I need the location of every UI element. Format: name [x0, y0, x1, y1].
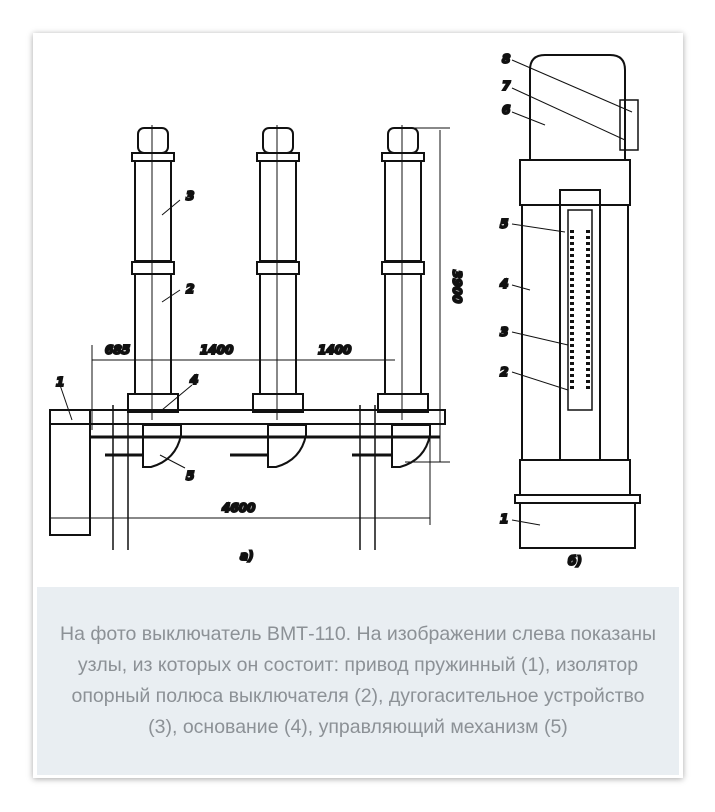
callout-8: 8: [502, 52, 510, 66]
right-view-drawing: 8 7 6 5 4 3 2 1 б): [498, 51, 641, 569]
dimension-1400-a: 1400: [200, 343, 233, 357]
right-view-label: б): [568, 554, 582, 568]
dimension-4600: 4600: [221, 501, 255, 515]
image-caption: На фото выключатель ВМТ-110. На изображе…: [37, 587, 679, 775]
callout-r5: 5: [500, 217, 508, 231]
dimension-685: 685: [105, 343, 130, 357]
pole-column: [127, 127, 179, 413]
breaker-diagram: 685 1400 1400 4600 3900 1 2 3 4 5 а): [49, 51, 641, 569]
callout-5: 5: [186, 469, 194, 483]
callout-r4: 4: [499, 277, 508, 291]
callout-6: 6: [502, 103, 510, 117]
dimension-1400-b: 1400: [318, 343, 351, 357]
callout-r3: 3: [500, 325, 508, 339]
callout-r2: 2: [500, 365, 508, 379]
left-view-label: а): [240, 549, 254, 563]
dimension-3900: 3900: [450, 270, 464, 303]
callout-1: 1: [56, 375, 64, 389]
callout-2: 2: [186, 282, 194, 296]
callout-3: 3: [186, 189, 194, 203]
left-view-drawing: 685 1400 1400 4600 3900 1 2 3 4 5 а): [49, 125, 465, 564]
callout-7: 7: [502, 79, 511, 93]
caption-text: На фото выключатель ВМТ-110. На изображе…: [60, 623, 656, 738]
callout-4: 4: [189, 373, 198, 387]
callout-r1: 1: [500, 512, 508, 526]
